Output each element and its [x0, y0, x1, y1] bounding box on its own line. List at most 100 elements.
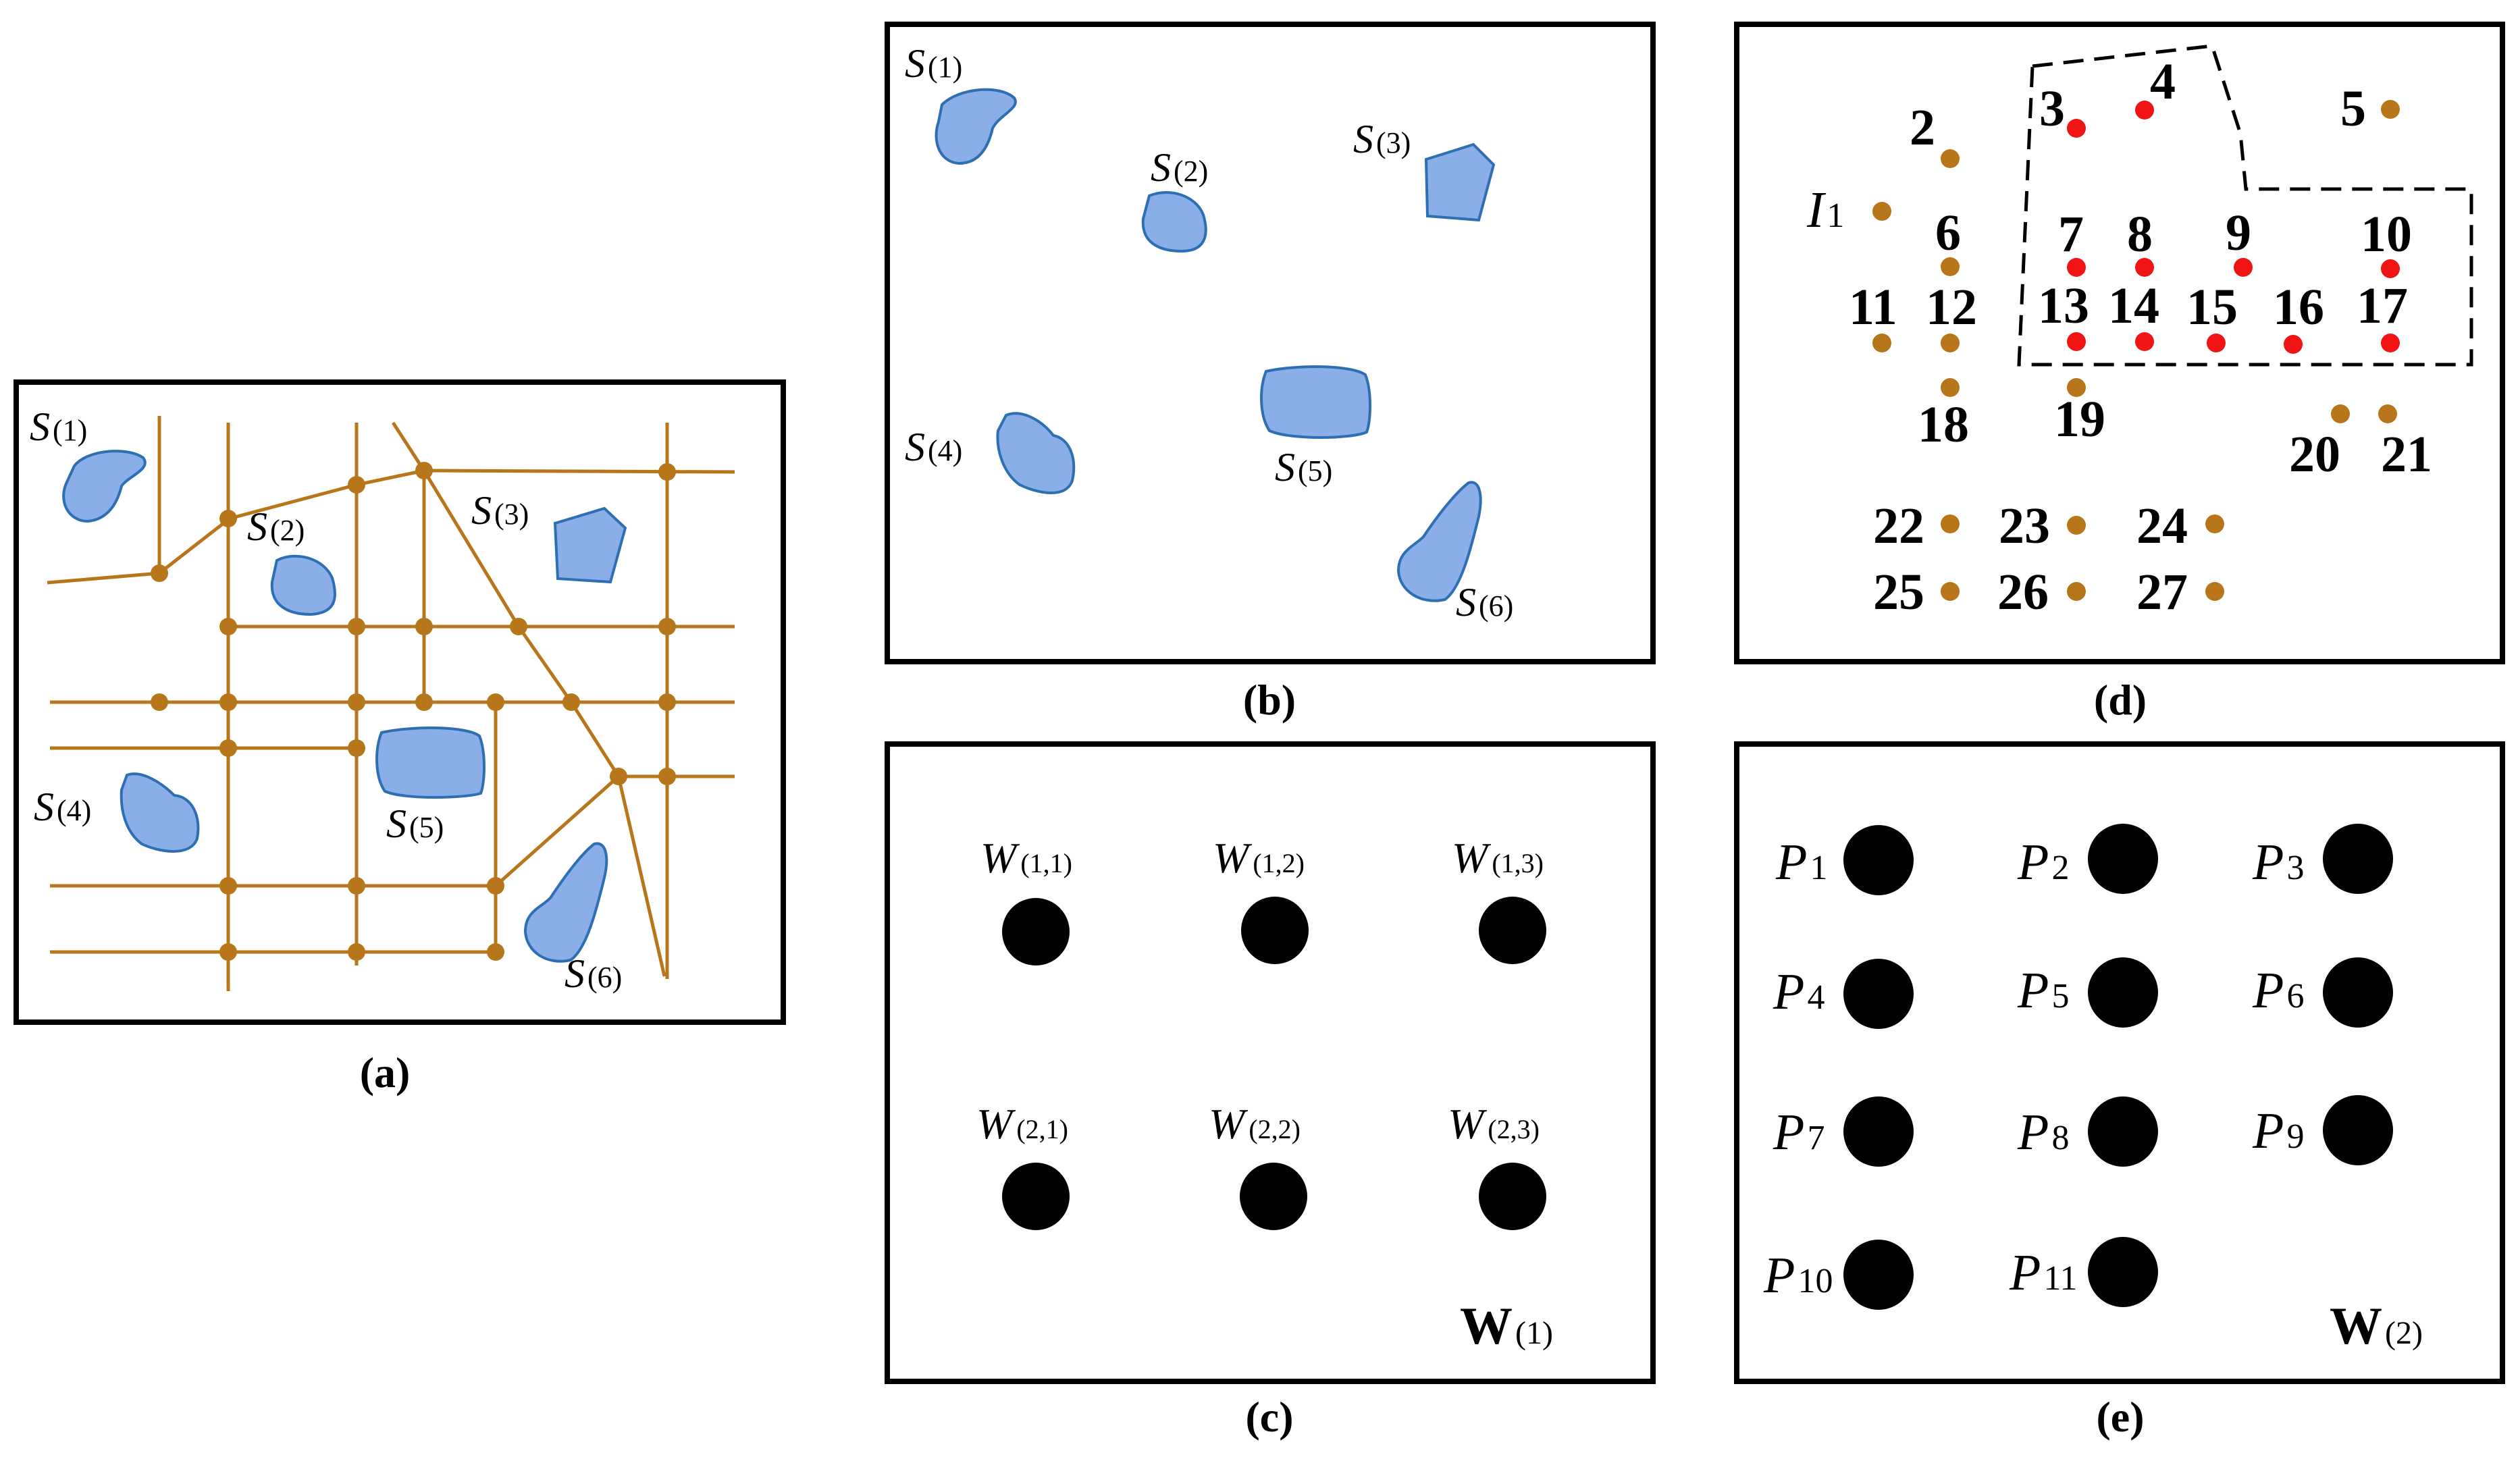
- road-node: [658, 693, 676, 711]
- road-node: [487, 693, 504, 711]
- window-dot: [1002, 898, 1070, 965]
- node-label: 5: [2340, 80, 2366, 137]
- point-label: P9: [2252, 1103, 2304, 1159]
- window-label: W(1,2): [1213, 834, 1305, 882]
- point-label: P1: [1775, 834, 1827, 891]
- graph-node: [1941, 378, 1960, 397]
- road-node: [151, 564, 168, 582]
- road-node: [415, 462, 433, 479]
- origin-node-label: I1: [1806, 182, 1844, 238]
- node-label: 11: [1849, 279, 1897, 336]
- road-node: [348, 739, 365, 757]
- node-label: 6: [1935, 205, 1961, 261]
- node-label: 17: [2357, 277, 2408, 334]
- graph-node-selected: [2135, 258, 2154, 277]
- graph-node: [1872, 202, 1891, 221]
- window-dot: [1479, 897, 1546, 964]
- node-label: 10: [2361, 206, 2412, 263]
- road-node: [510, 618, 527, 635]
- node-label: 21: [2381, 426, 2432, 483]
- point-label: P2: [2017, 834, 2069, 891]
- panel-d: I1 2 3 4 5 6 7 8 9 10 11 12 13 14 15 16 …: [1734, 22, 2505, 724]
- pond-shape: [1141, 191, 1207, 253]
- node-label: 24: [2136, 498, 2188, 554]
- graph-node: [1941, 514, 1960, 533]
- panel-b-caption: (b): [1243, 676, 1296, 724]
- node-label: 4: [2150, 53, 2176, 110]
- node-label: 26: [1997, 564, 2049, 620]
- point-label: P8: [2017, 1104, 2069, 1161]
- road-node: [415, 693, 433, 711]
- graph-node-selected: [2135, 101, 2154, 120]
- panel-a: S(1) S(2) S(3) S(4) S(5) S(6) (a): [14, 379, 786, 1096]
- road-node: [562, 693, 580, 711]
- window-dot: [1479, 1163, 1546, 1230]
- point-label: P5: [2017, 962, 2069, 1019]
- road-node: [348, 476, 365, 494]
- pond-label: S(6): [1456, 580, 1513, 625]
- panel-a-frame: [14, 379, 786, 1025]
- graph-node: [2067, 582, 2086, 601]
- graph-node: [1941, 582, 1960, 601]
- point-dot: [1843, 959, 1914, 1029]
- point-label: P3: [2252, 834, 2304, 891]
- graph-node-selected: [2234, 258, 2253, 277]
- road-node: [219, 510, 237, 527]
- window-dot: [1241, 897, 1309, 964]
- road-node: [219, 739, 237, 757]
- node-label: 13: [2038, 277, 2089, 334]
- window-dot: [1002, 1163, 1070, 1230]
- point-dot: [1843, 1096, 1914, 1167]
- window-label: W(2,1): [976, 1100, 1068, 1148]
- road-node: [487, 943, 504, 961]
- window-dot: [1240, 1163, 1307, 1230]
- point-dot: [2323, 824, 2393, 894]
- window-label: W(2,2): [1209, 1100, 1301, 1148]
- node-label: 15: [2186, 279, 2238, 336]
- panel-a-caption: (a): [360, 1049, 411, 1096]
- pond-label: S(2): [247, 504, 305, 549]
- road-node: [348, 943, 365, 961]
- road-node: [658, 618, 676, 635]
- graph-node-selected: [2067, 332, 2086, 351]
- pond-label: S(1): [905, 41, 962, 86]
- road-node: [658, 463, 676, 481]
- graph-node-selected: [2135, 332, 2154, 351]
- panel-b-frame: [885, 22, 1656, 664]
- panel-d-frame: [1734, 22, 2505, 664]
- road-node: [415, 618, 433, 635]
- graph-node: [2331, 404, 2350, 423]
- graph-node-selected: [2067, 258, 2086, 277]
- pond-label: S(4): [905, 425, 962, 469]
- node-label: 27: [2136, 564, 2188, 620]
- window-label: W(1,3): [1452, 834, 1544, 882]
- panel-d-caption: (d): [2094, 676, 2147, 724]
- road: [391, 421, 666, 977]
- pond-shape: [120, 772, 200, 853]
- point-label: P6: [2252, 962, 2304, 1019]
- point-dot: [1843, 1240, 1914, 1310]
- panel-c-frame: [885, 741, 1656, 1384]
- pond-shape: [1396, 481, 1482, 602]
- graph-node-selected: [2284, 335, 2303, 354]
- node-label: 2: [1910, 99, 1935, 156]
- point-dot: [2088, 824, 2158, 894]
- road-node: [348, 693, 365, 711]
- pond-label: S(5): [1275, 445, 1332, 489]
- panel-e: P1 P2 P3 P4 P5 P6 P7 P8 P9 P10 P11 W(2) …: [1734, 741, 2505, 1441]
- node-label: 23: [1999, 498, 2050, 554]
- pond-shape: [553, 506, 627, 584]
- road-node: [658, 768, 676, 785]
- graph-node: [2205, 582, 2224, 601]
- pond-label: S(5): [386, 801, 444, 846]
- point-dot: [2088, 1237, 2158, 1307]
- pond-shape: [62, 450, 147, 523]
- point-dot: [1843, 825, 1914, 895]
- graph-node: [2067, 516, 2086, 535]
- graph-node: [2067, 378, 2086, 397]
- road-node: [219, 693, 237, 711]
- point-dot: [2323, 957, 2393, 1028]
- pond-shape: [1424, 142, 1496, 222]
- graph-node: [1941, 334, 1960, 352]
